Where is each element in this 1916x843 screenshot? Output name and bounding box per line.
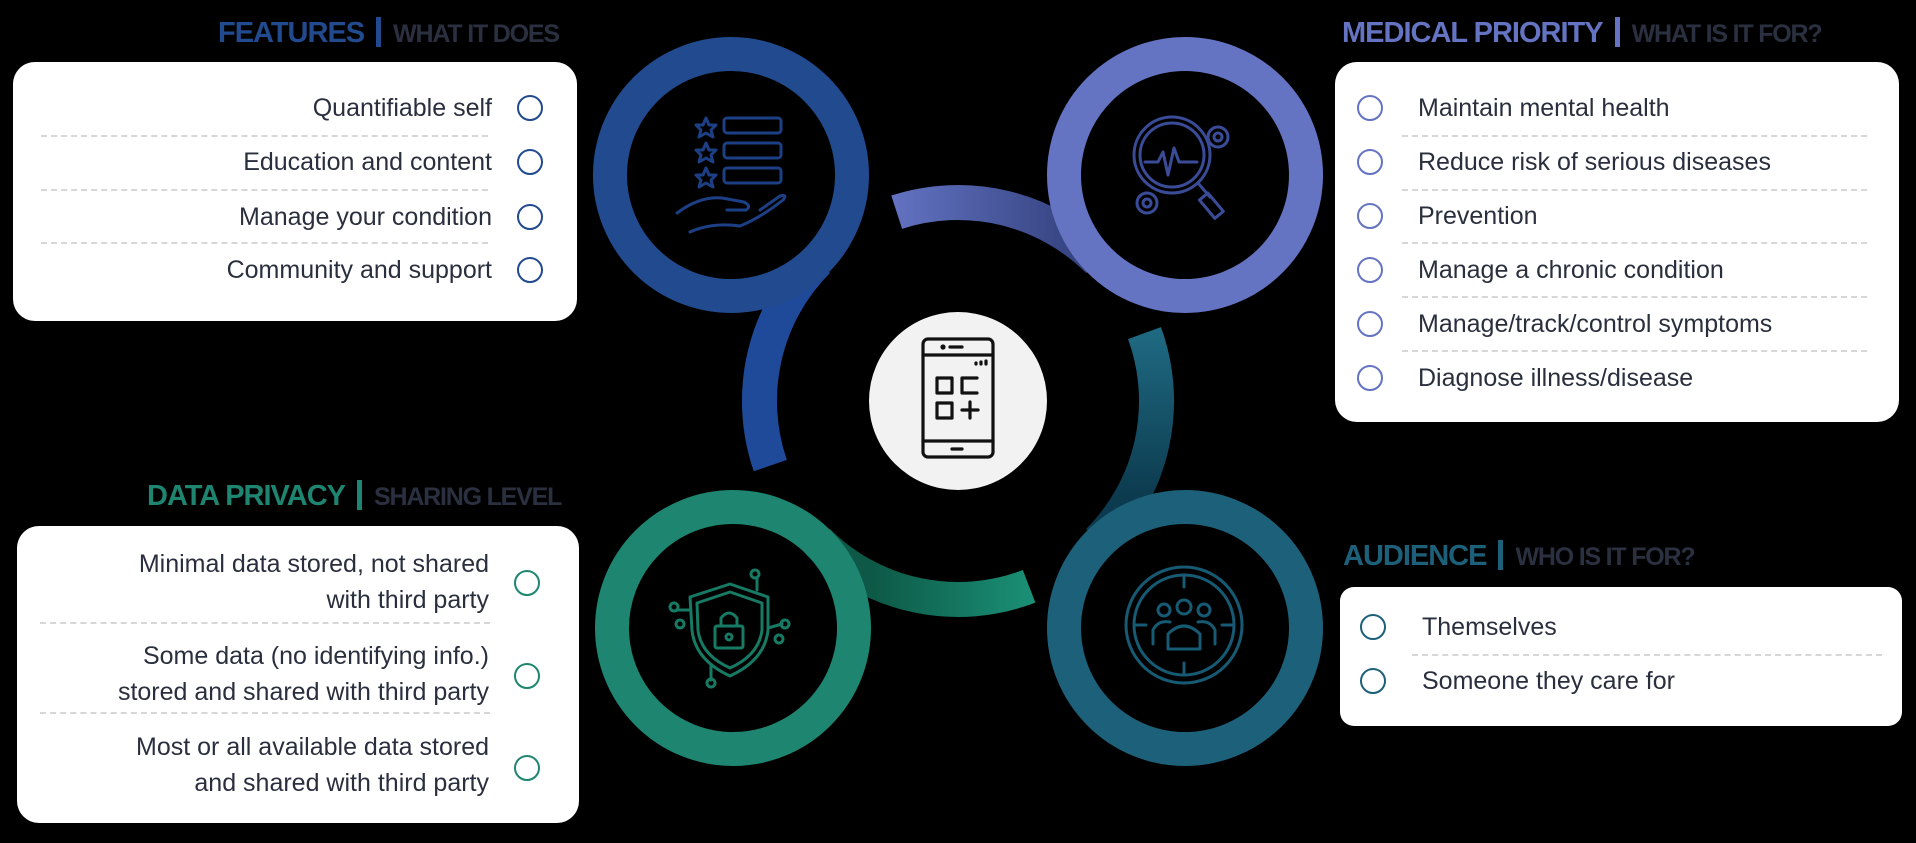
features-card: Quantifiable self Education and content … (13, 62, 577, 321)
privacy-subtitle: SHARING LEVEL (373, 483, 562, 511)
audience-ring (1047, 490, 1323, 766)
medical-option[interactable]: Reduce risk of serious diseases (1418, 144, 1771, 180)
divider (1402, 296, 1867, 298)
option-label: Manage a chronic condition (1418, 256, 1724, 284)
features-title: FEATURES (218, 17, 365, 49)
option-label-line1: Most or all available data stored (136, 733, 489, 761)
option-label: Someone they care for (1422, 667, 1675, 695)
option-label: Themselves (1422, 613, 1557, 641)
divider (1402, 350, 1867, 352)
audience-heading: AUDIENCE WHO IS IT FOR? (1343, 540, 1696, 572)
option-label-line2: stored and shared with third party (117, 678, 489, 706)
divider (1412, 654, 1882, 656)
medical-radio-1[interactable] (1357, 149, 1383, 175)
privacy-option[interactable]: Most or all available data stored and sh… (136, 729, 489, 801)
option-label: Manage/track/control symptoms (1418, 310, 1773, 338)
target-group-icon (1124, 565, 1244, 685)
medical-heading: MEDICAL PRIORITY WHAT IS IT FOR? (1342, 17, 1823, 49)
option-label: Quantifiable self (312, 94, 492, 122)
privacy-option[interactable]: Some data (no identifying info.) stored … (118, 638, 489, 710)
option-label-line2: with third party (326, 586, 489, 614)
divider (1402, 242, 1867, 244)
features-radio-0[interactable] (517, 95, 543, 121)
privacy-title: DATA PRIVACY (147, 480, 346, 512)
title-divider (1498, 540, 1504, 570)
audience-option[interactable]: Someone they care for (1422, 663, 1675, 699)
option-label: Community and support (226, 256, 492, 284)
medical-ring (1047, 37, 1323, 313)
health-search-icon (1132, 115, 1230, 220)
medical-radio-5[interactable] (1357, 365, 1383, 391)
divider (40, 622, 490, 624)
audience-title: AUDIENCE (1343, 540, 1487, 572)
option-label: Education and content (243, 148, 492, 176)
medical-option[interactable]: Diagnose illness/disease (1418, 360, 1693, 396)
option-label-line2: and shared with third party (194, 769, 489, 797)
option-label: Manage your condition (239, 203, 492, 231)
privacy-radio-0[interactable] (514, 570, 540, 596)
medical-subtitle: WHAT IS IT FOR? (1631, 20, 1823, 48)
divider (41, 189, 488, 191)
audience-option[interactable]: Themselves (1422, 609, 1557, 645)
audience-radio-0[interactable] (1360, 614, 1386, 640)
features-option[interactable]: Community and support (227, 252, 492, 288)
title-divider (1614, 17, 1620, 47)
features-radio-1[interactable] (517, 149, 543, 175)
title-divider (376, 17, 382, 47)
title-divider (356, 480, 362, 510)
divider (40, 712, 490, 714)
features-option[interactable]: Quantifiable self (313, 90, 492, 126)
divider (1402, 189, 1867, 191)
shield-lock-icon (668, 568, 791, 689)
features-option[interactable]: Education and content (243, 144, 492, 180)
option-label: Prevention (1418, 202, 1538, 230)
privacy-option[interactable]: Minimal data stored, not shared with thi… (139, 546, 489, 618)
center-circle (869, 312, 1047, 490)
privacy-radio-2[interactable] (514, 755, 540, 781)
features-ring (593, 37, 869, 313)
medical-radio-4[interactable] (1357, 311, 1383, 337)
features-subtitle: WHAT IT DOES (393, 20, 560, 48)
option-label: Maintain mental health (1418, 94, 1670, 122)
features-option[interactable]: Manage your condition (239, 199, 492, 235)
medical-radio-2[interactable] (1357, 203, 1383, 229)
features-radio-2[interactable] (517, 204, 543, 230)
divider (41, 242, 488, 244)
divider (41, 135, 488, 137)
medical-option[interactable]: Maintain mental health (1418, 90, 1670, 126)
option-label: Reduce risk of serious diseases (1418, 148, 1771, 176)
medical-radio-0[interactable] (1357, 95, 1383, 121)
audience-card: Themselves Someone they care for (1340, 587, 1902, 726)
medical-option[interactable]: Manage a chronic condition (1418, 252, 1724, 288)
option-label-line1: Some data (no identifying info.) (142, 642, 489, 670)
features-heading: FEATURES WHAT IT DOES (218, 17, 560, 49)
medical-radio-3[interactable] (1357, 257, 1383, 283)
divider (1402, 135, 1867, 137)
audience-radio-1[interactable] (1360, 668, 1386, 694)
audience-subtitle: WHO IS IT FOR? (1515, 543, 1695, 571)
medical-card: Maintain mental health Reduce risk of se… (1335, 62, 1899, 422)
privacy-card: Minimal data stored, not shared with thi… (17, 526, 579, 823)
medical-title: MEDICAL PRIORITY (1342, 17, 1604, 49)
medical-option[interactable]: Prevention (1418, 198, 1538, 234)
privacy-heading: DATA PRIVACY SHARING LEVEL (147, 480, 562, 512)
features-radio-3[interactable] (517, 257, 543, 283)
privacy-ring (595, 490, 871, 766)
medical-option[interactable]: Manage/track/control symptoms (1418, 306, 1772, 342)
rating-hand-icon (675, 116, 787, 234)
mobile-app-icon (921, 337, 995, 459)
option-label: Diagnose illness/disease (1418, 364, 1694, 392)
option-label-line1: Minimal data stored, not shared (138, 550, 489, 578)
privacy-radio-1[interactable] (514, 663, 540, 689)
